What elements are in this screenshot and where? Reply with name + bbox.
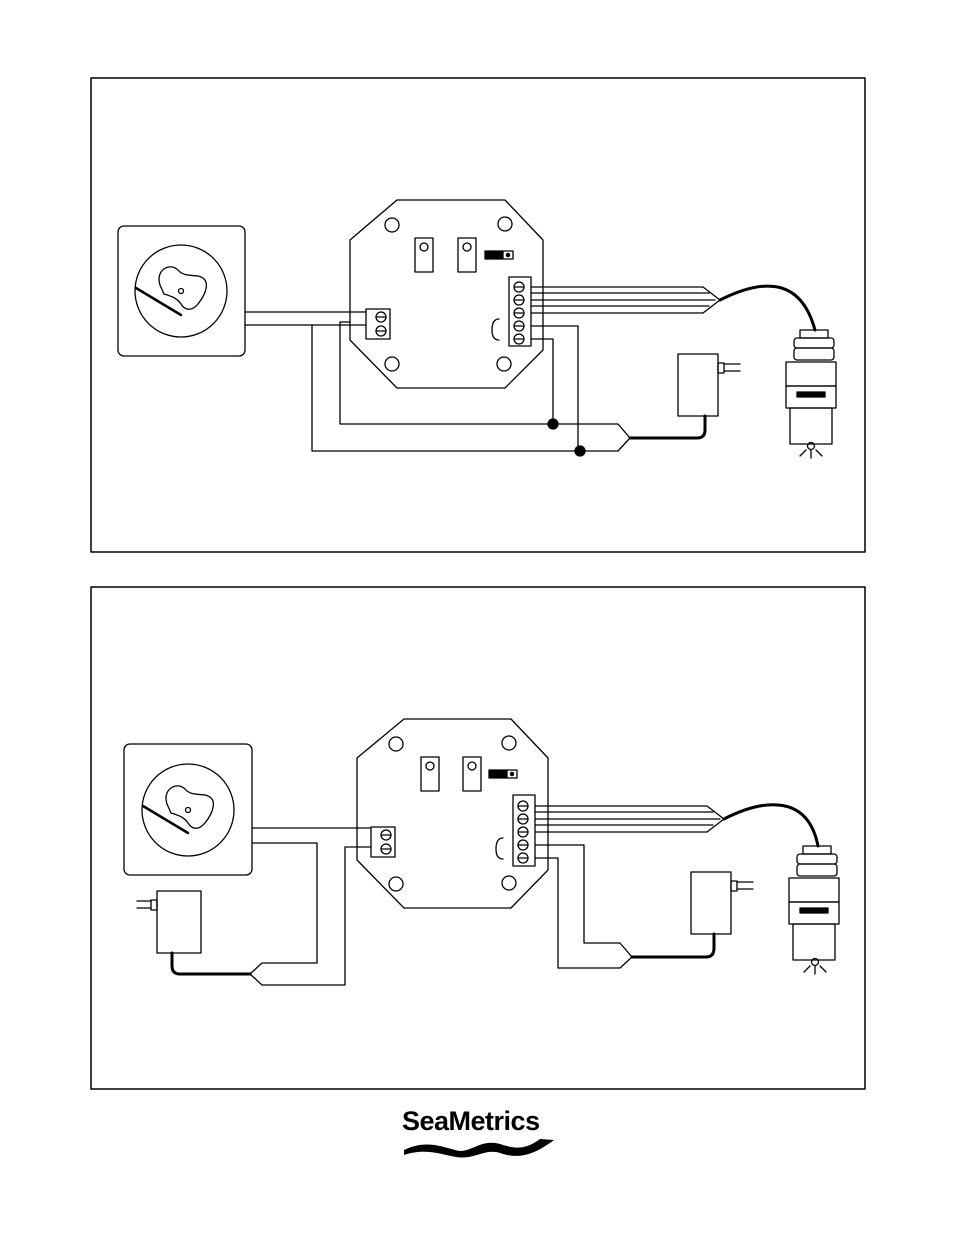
wiring-diagram-bottom — [91, 587, 865, 1089]
power-wires-top — [245, 312, 630, 456]
power-wires-right-bottom — [535, 845, 632, 968]
dip-switch-bottom — [489, 770, 517, 778]
sensor-wires-top — [531, 286, 815, 330]
power-adapter-left-bottom — [137, 891, 250, 974]
wiring-diagram-top — [91, 78, 865, 552]
controller-board-bottom — [357, 719, 548, 908]
terminal-block-2pin-bottom — [371, 827, 395, 857]
flow-sensor-top — [786, 330, 836, 458]
flow-display-top — [118, 226, 245, 356]
terminal-block-2pin — [366, 309, 390, 339]
controller-board-top — [350, 200, 543, 388]
power-adapter-right-bottom — [632, 872, 753, 957]
display-wires-bottom — [250, 828, 371, 985]
dip-switch — [485, 251, 513, 259]
terminal-block-5pin-bottom — [496, 795, 535, 866]
logo-text: SeaMetrics — [402, 1106, 540, 1137]
diagram-frame-bottom — [91, 587, 865, 1089]
flow-display-bottom — [124, 744, 252, 875]
terminal-block-5pin — [492, 277, 531, 346]
diagram-frame-top — [91, 78, 865, 552]
power-adapter-top — [630, 354, 740, 438]
sensor-wires-bottom — [535, 805, 818, 846]
flow-sensor-bottom — [789, 846, 839, 974]
seametrics-logo — [404, 1139, 554, 1157]
